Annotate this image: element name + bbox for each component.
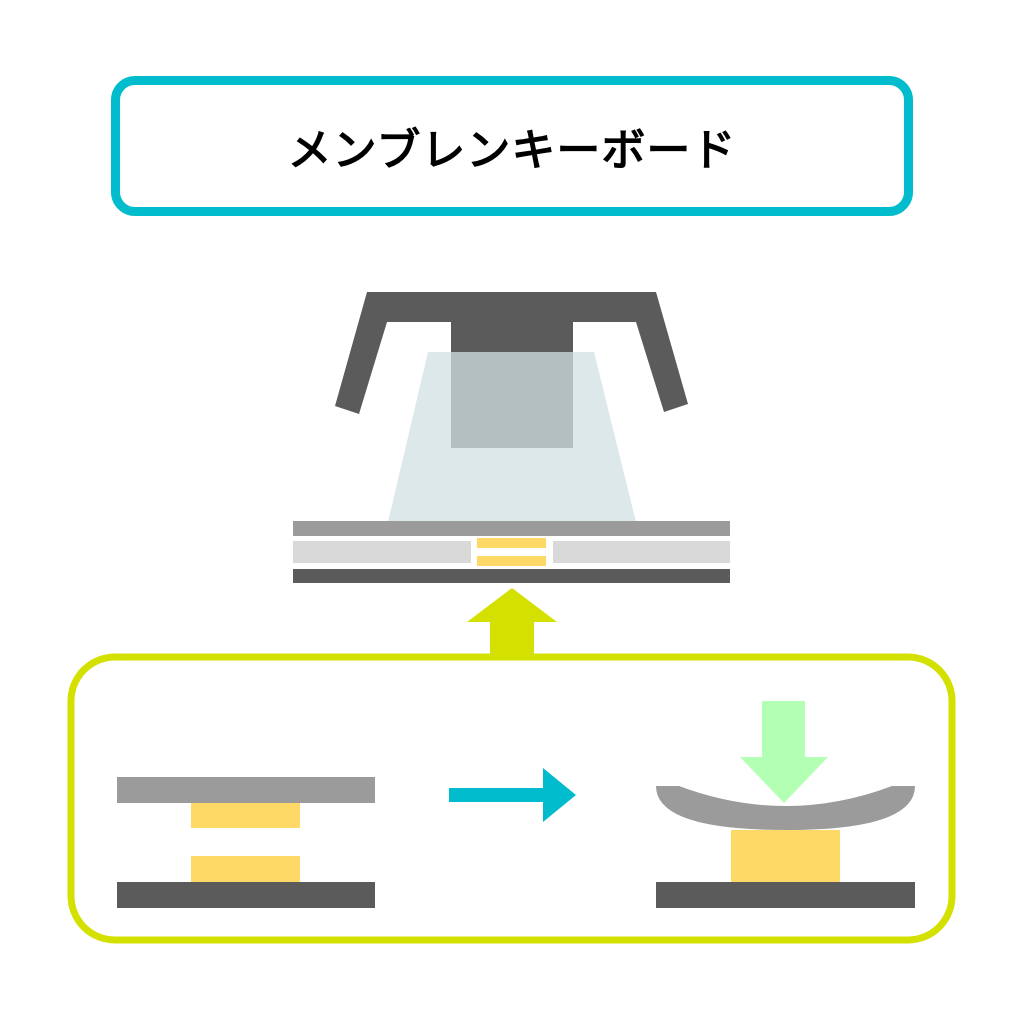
arrow-down-icon — [740, 701, 828, 803]
arrow-up-icon — [467, 588, 557, 660]
bottom-base-sheet — [656, 882, 915, 908]
bottom-base-sheet — [117, 882, 375, 908]
membrane-stack — [293, 521, 730, 583]
pressed-top-membrane — [656, 786, 915, 830]
state-pressed — [656, 701, 915, 908]
title-box: メンブレンキーボード — [111, 76, 913, 216]
top-membrane-sheet — [293, 521, 730, 536]
lower-contact — [477, 556, 546, 566]
arrow-right-icon — [449, 768, 576, 822]
spacer-sheet-left — [293, 541, 471, 563]
bottom-base-sheet — [293, 569, 730, 583]
top-membrane-sheet — [117, 777, 375, 803]
key-assembly — [335, 292, 688, 522]
diagram-title: メンブレンキーボード — [287, 125, 737, 176]
state-unpressed — [117, 777, 375, 908]
lower-contact — [191, 856, 300, 882]
upper-contact — [191, 803, 300, 828]
joined-contacts — [731, 830, 840, 882]
keycap — [335, 292, 688, 414]
upper-contact — [477, 538, 546, 548]
spacer-sheet-right — [553, 541, 730, 563]
